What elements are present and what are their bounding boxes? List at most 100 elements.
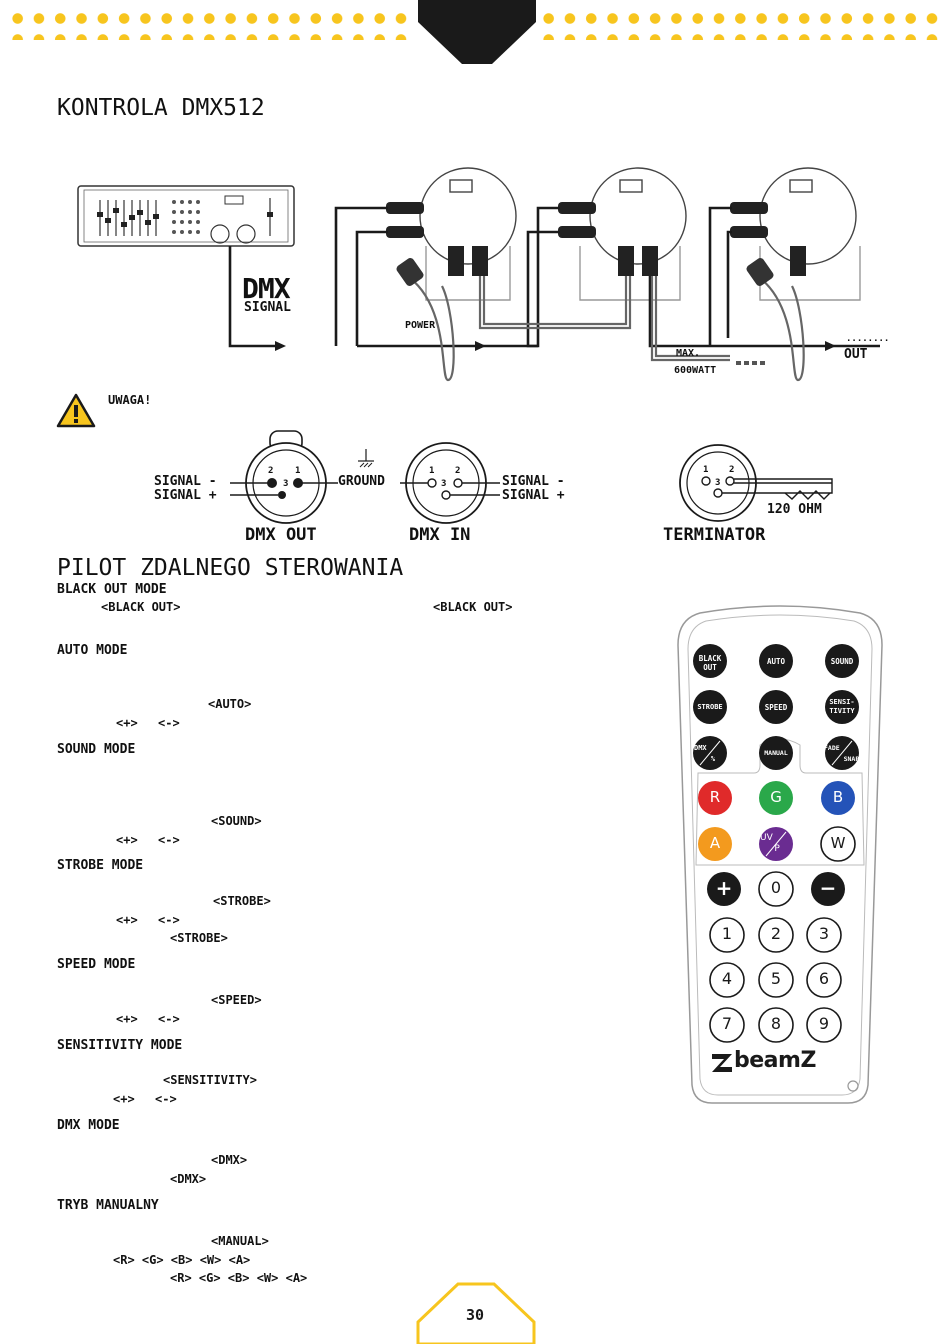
mode-line: <+> [116,1012,138,1026]
mode-line: <STROBE> [213,894,271,908]
in-signal-minus: SIGNAL - [502,474,565,489]
ohm-label: 120 OHM [767,502,822,517]
terminator-label: TERMINATOR [663,525,766,545]
dmx-line2: % [710,755,716,763]
out-pin-3: 3 [283,479,289,489]
dmx-label: DMX [242,272,291,305]
header-dots-left [7,8,412,40]
dmx-in-label: DMX IN [409,525,471,545]
out-signal-minus: SIGNAL - [154,474,217,489]
zero-button[interactable]: 0 [770,878,782,897]
mode-line: <-> [158,833,180,847]
sensitivity-button[interactable]: SENSI-TIVITY [822,698,862,716]
b-button-circle [821,781,855,815]
out-label: OUT [844,347,868,362]
mode-line: <-> [158,913,180,927]
uv-line1: UV [760,833,773,843]
warning-label: UWAGA! [108,393,152,407]
black-out-line1: BLACK [698,654,722,663]
in-pin-3: 3 [441,479,447,489]
warning-icon [56,393,96,428]
connector-diagram [230,430,833,524]
mode-line: <+> [116,833,138,847]
mode-line: <-> [158,716,180,730]
dmx-line1: DMX [694,744,707,752]
mode-line: <R> <G> <B> <W> <A> [170,1271,308,1285]
num-4-button[interactable]: 4 [721,969,733,988]
uv-button[interactable]: UV P [760,833,794,855]
auto-button[interactable]: AUTO [766,657,786,666]
mode-heading-manual: TRYB MANUALNY [57,1198,159,1213]
num-8-button[interactable]: 8 [770,1014,782,1033]
num-7-button[interactable]: 7 [721,1014,733,1033]
num-6-button[interactable]: 6 [818,969,830,988]
footer-badge [416,1282,536,1344]
strobe-button[interactable]: STROBE [697,703,723,711]
a-button-circle [698,827,732,861]
term-pin-1: 1 [703,465,709,475]
header-dots-right [538,8,943,40]
remote-control [677,605,883,1104]
fade-line2: SNAP [843,755,860,763]
mode-heading-sound: SOUND MODE [57,742,136,757]
minus-button[interactable]: − [819,876,837,900]
uv-line2: P [774,844,780,854]
mode-line: <DMX> [170,1172,207,1186]
section-title-dmx: KONTROLA DMX512 [57,95,265,121]
dmx-out-label: DMX OUT [245,525,317,545]
dmx-controller-illustration [77,185,295,247]
r-button[interactable]: R [709,788,721,806]
num-1-button[interactable]: 1 [721,924,733,943]
fixture-3 [759,167,861,301]
b-button[interactable]: B [832,788,844,806]
dmx-button[interactable]: DMX % [694,743,734,765]
w-button[interactable]: W [830,834,846,852]
in-pin-2: 2 [455,466,461,476]
mode-line: <STROBE> [170,931,228,945]
mode-heading-speed: SPEED MODE [57,957,136,972]
sound-button[interactable]: SOUND [830,657,854,666]
mode-line: <MANUAL> [211,1234,269,1248]
mode-line: <BLACK OUT> [433,600,513,614]
num-9-button[interactable]: 9 [818,1014,830,1033]
mode-line: <+> [116,716,138,730]
mode-line: <+> [113,1092,135,1106]
g-button[interactable]: G [770,788,782,806]
mode-line: <AUTO> [208,697,252,711]
mode-line: <R> <G> <B> <W> <A> [113,1253,251,1267]
fade-snap-button[interactable]: FADE SNAP [824,743,864,765]
speed-button[interactable]: SPEED [764,703,788,712]
in-pin-1: 1 [429,466,435,476]
page-number: 30 [465,1306,485,1324]
term-pin-3: 3 [715,478,721,488]
header-tab-shape [418,0,536,64]
mode-line: <BLACK OUT> [101,600,181,614]
sensi-line2: TIVITY [829,707,855,715]
g-button-circle [759,781,793,815]
mode-line: <+> [116,913,138,927]
watt-label: 600WATT [674,365,717,376]
num-5-button[interactable]: 5 [770,969,782,988]
power-label: POWER [405,320,436,331]
brand-logo: beamZ [734,1048,816,1073]
term-pin-2: 2 [729,465,735,475]
plus-button[interactable]: + [715,876,733,900]
num-2-button[interactable]: 2 [770,924,782,943]
manual-button[interactable]: MANUAL [764,749,788,757]
mode-line: <-> [155,1092,177,1106]
mode-heading-sensitivity: SENSITIVITY MODE [57,1038,183,1053]
num-3-button[interactable]: 3 [818,924,830,943]
out-dots: ........ [846,334,890,344]
fade-line1: FADE [824,744,840,752]
dmx-wiring-diagram [77,167,880,382]
r-button-circle [698,781,732,815]
sensi-line1: SENSI- [829,698,855,706]
in-signal-plus: SIGNAL + [502,488,565,503]
out-signal-plus: SIGNAL + [154,488,217,503]
mode-heading-blackout: BLACK OUT MODE [57,582,167,597]
mode-line: <DMX> [211,1153,248,1167]
a-button[interactable]: A [709,834,721,852]
ground-label: GROUND [338,474,385,489]
mode-heading-auto: AUTO MODE [57,643,128,658]
